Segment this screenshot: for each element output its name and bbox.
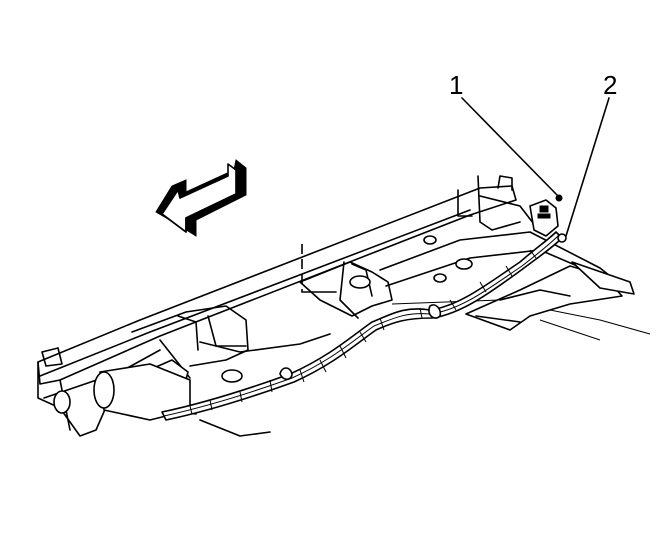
frame-rail [37,185,517,437]
rail-mounts [41,175,513,383]
skid-plate [465,261,635,331]
callout-leaders [461,97,610,237]
axle-tube [53,363,191,421]
callout-label-1: 1 [449,70,464,100]
harness-connector [529,194,567,243]
callout-label-2: 2 [603,70,618,100]
front-direction-arrow-icon [155,159,247,237]
crossmember [299,244,393,319]
